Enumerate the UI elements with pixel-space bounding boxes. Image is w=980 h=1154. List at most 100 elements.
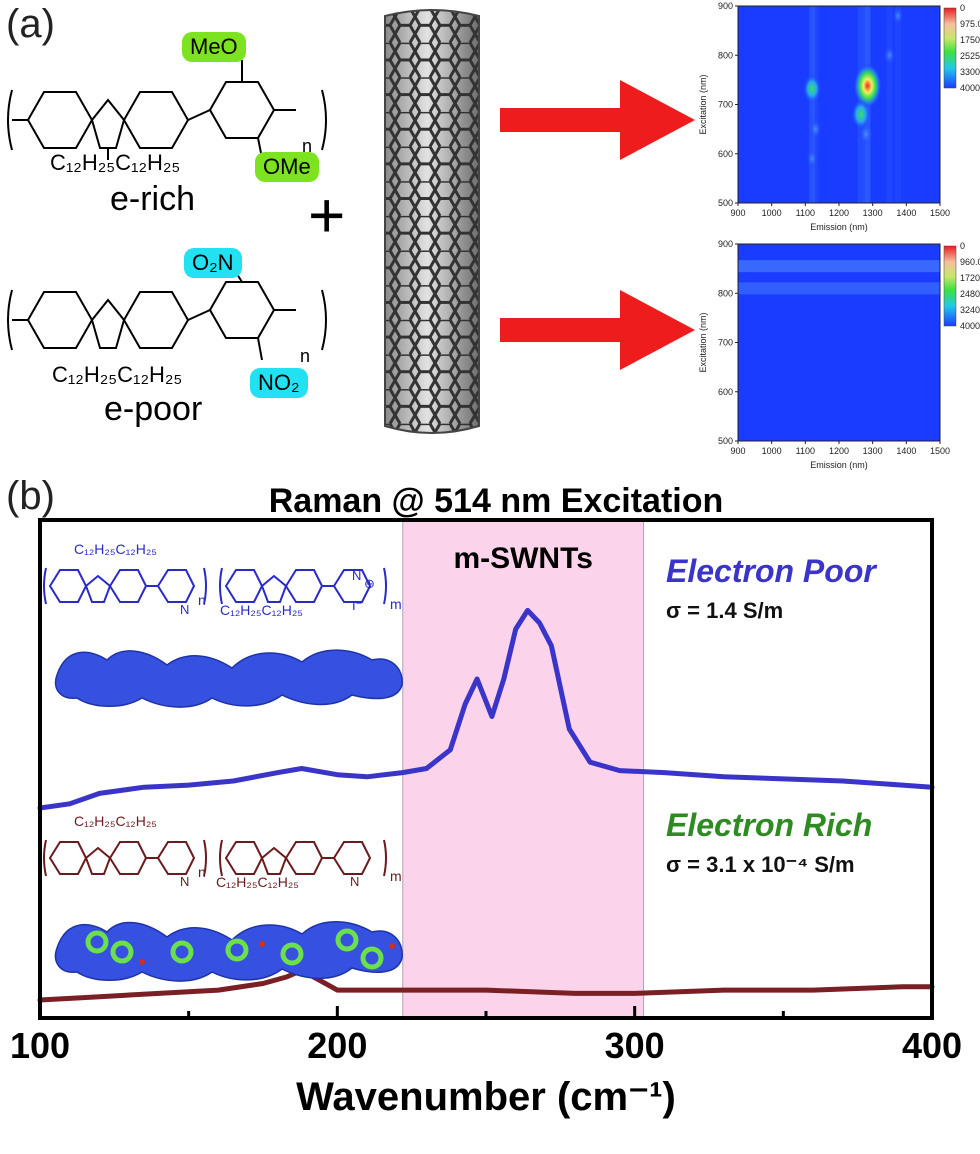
colorbar xyxy=(943,245,957,327)
heatmap-spot xyxy=(806,149,819,169)
y-tick-label: 900 xyxy=(718,1,733,11)
heatmap-spot xyxy=(803,74,822,104)
x-tick-label: 300 xyxy=(605,1025,665,1066)
heatmap-spot xyxy=(851,99,871,130)
x-tick-label: 1300 xyxy=(863,446,883,456)
heatmap-background xyxy=(738,244,940,441)
panel-a-label: (a) xyxy=(6,2,55,46)
colorbar-tick-label: 4000 xyxy=(960,83,980,93)
electron-poor-alkyl-bottom: C₁₂H₂₅C₁₂H₂₅ xyxy=(220,602,303,618)
electron-rich-conductivity: σ = 3.1 x 10⁻⁴ S/m xyxy=(666,852,855,877)
heatmap-spot xyxy=(883,45,896,66)
x-tick-label: 1500 xyxy=(930,208,950,218)
x-axis-title: Wavenumber (cm⁻¹) xyxy=(296,1075,676,1119)
heatmap-spot xyxy=(853,63,882,109)
y-tick-label: 700 xyxy=(718,100,733,110)
electron-rich-alkyl-bottom: C₁₂H₂₅C₁₂H₂₅ xyxy=(216,874,299,890)
x-tick-label: 900 xyxy=(730,446,745,456)
heatmap-streak xyxy=(809,6,816,203)
electron-poor-N: N xyxy=(180,602,190,617)
x-tick-label: 200 xyxy=(307,1025,367,1066)
e-poor-name: e-poor xyxy=(104,390,203,428)
x-tick-label: 1100 xyxy=(796,208,815,218)
colorbar-tick-label: 2525 xyxy=(960,51,980,61)
x-tick-label: 1100 xyxy=(796,446,815,456)
heatmap-background xyxy=(738,6,940,203)
methoxy-tag-bottom: OMe xyxy=(255,152,319,182)
colorbar-tick-label: 0 xyxy=(960,241,965,251)
panel-b-label: (b) xyxy=(6,474,55,518)
x-axis-label: Emission (nm) xyxy=(810,222,868,232)
y-tick-label: 500 xyxy=(718,436,733,446)
heatmap-streak xyxy=(894,6,901,203)
colorbar-tick-label: 1720 xyxy=(960,273,980,283)
x-tick-label: 1500 xyxy=(930,446,950,456)
x-tick-label: 900 xyxy=(730,208,745,218)
colorbar-tick-label: 3300 xyxy=(960,67,980,77)
electron-poor-minus: I⁻ xyxy=(352,598,363,613)
electron-rich-structure xyxy=(43,839,387,877)
electron-poor-surface xyxy=(54,649,403,708)
heatmap-spot xyxy=(808,118,822,140)
electron-poor-label: Electron Poor xyxy=(666,553,877,589)
electron-rich-n: n xyxy=(198,864,206,880)
electron-rich-surface xyxy=(54,921,403,982)
electron-poor-plus: ⊕ xyxy=(364,576,375,591)
electron-poor-line xyxy=(37,607,935,811)
heatmap-band xyxy=(738,282,940,295)
heatmap-spot xyxy=(858,122,873,146)
colorbar-tick-label: 960.0 xyxy=(960,257,980,267)
colorbar xyxy=(943,7,957,89)
x-axis-label: Emission (nm) xyxy=(810,460,868,470)
e-poor-n: n xyxy=(300,346,311,366)
arrow-to-top-map xyxy=(500,80,695,160)
colorbar-tick-label: 0 xyxy=(960,3,965,13)
x-tick-label: 1200 xyxy=(829,446,849,456)
m-swnts-region xyxy=(402,520,644,1018)
e-rich-alkyl: C₁₂H₂₅C₁₂H₂₅ xyxy=(50,150,181,175)
nitro-tag-bottom: NO₂ xyxy=(250,368,308,398)
y-tick-label: 900 xyxy=(718,239,733,249)
x-tick-label: 1300 xyxy=(863,208,883,218)
x-tick-label: 1400 xyxy=(896,446,916,456)
electron-poor-m: m xyxy=(390,596,402,612)
x-tick-label: 1000 xyxy=(762,446,782,456)
electron-rich-alkyl-top: C₁₂H₂₅C₁₂H₂₅ xyxy=(74,813,157,829)
heatmap-band xyxy=(738,260,940,273)
y-axis-label: Excitation (nm) xyxy=(698,312,708,372)
chart-title: Raman @ 514 nm Excitation xyxy=(269,482,724,520)
y-tick-label: 600 xyxy=(718,149,733,159)
electron-rich-label: Electron Rich xyxy=(666,807,872,843)
electron-poor-alkyl-top: C₁₂H₂₅C₁₂H₂₅ xyxy=(74,541,157,557)
y-tick-label: 500 xyxy=(718,198,733,208)
heatmap-streak xyxy=(812,6,819,203)
electron-poor-Nplus: N xyxy=(352,568,362,583)
e-rich-n: n xyxy=(302,136,313,156)
colorbar-tick-label: 2480 xyxy=(960,289,980,299)
y-tick-label: 800 xyxy=(718,50,733,60)
methoxy-tag-top: MeO xyxy=(182,32,246,62)
electron-poor-n: n xyxy=(198,592,206,608)
x-tick-label: 100 xyxy=(10,1025,70,1066)
electron-rich-m: m xyxy=(390,868,402,884)
e-poor-alkyl: C₁₂H₂₅C₁₂H₂₅ xyxy=(52,362,183,387)
x-tick-label: 1400 xyxy=(896,208,916,218)
y-tick-label: 700 xyxy=(718,338,733,348)
nanotube-illustration xyxy=(384,9,480,434)
electron-rich-N: N xyxy=(180,874,190,889)
heatmap-spot xyxy=(892,6,904,26)
x-tick-label: 400 xyxy=(902,1025,962,1066)
colorbar-tick-label: 4000 xyxy=(960,321,980,331)
y-axis-label: Excitation (nm) xyxy=(698,74,708,134)
heatmap-streak xyxy=(886,6,893,203)
plus-sign: + xyxy=(308,179,346,251)
electron-poor-structure xyxy=(43,567,387,605)
electron-poor-conductivity: σ = 1.4 S/m xyxy=(666,598,783,623)
region-label: m-SWNTs xyxy=(453,542,592,575)
y-tick-label: 600 xyxy=(718,387,733,397)
colorbar-tick-label: 3240 xyxy=(960,305,980,315)
colorbar-tick-label: 975.0 xyxy=(960,19,980,29)
heatmap-streak xyxy=(809,6,816,203)
